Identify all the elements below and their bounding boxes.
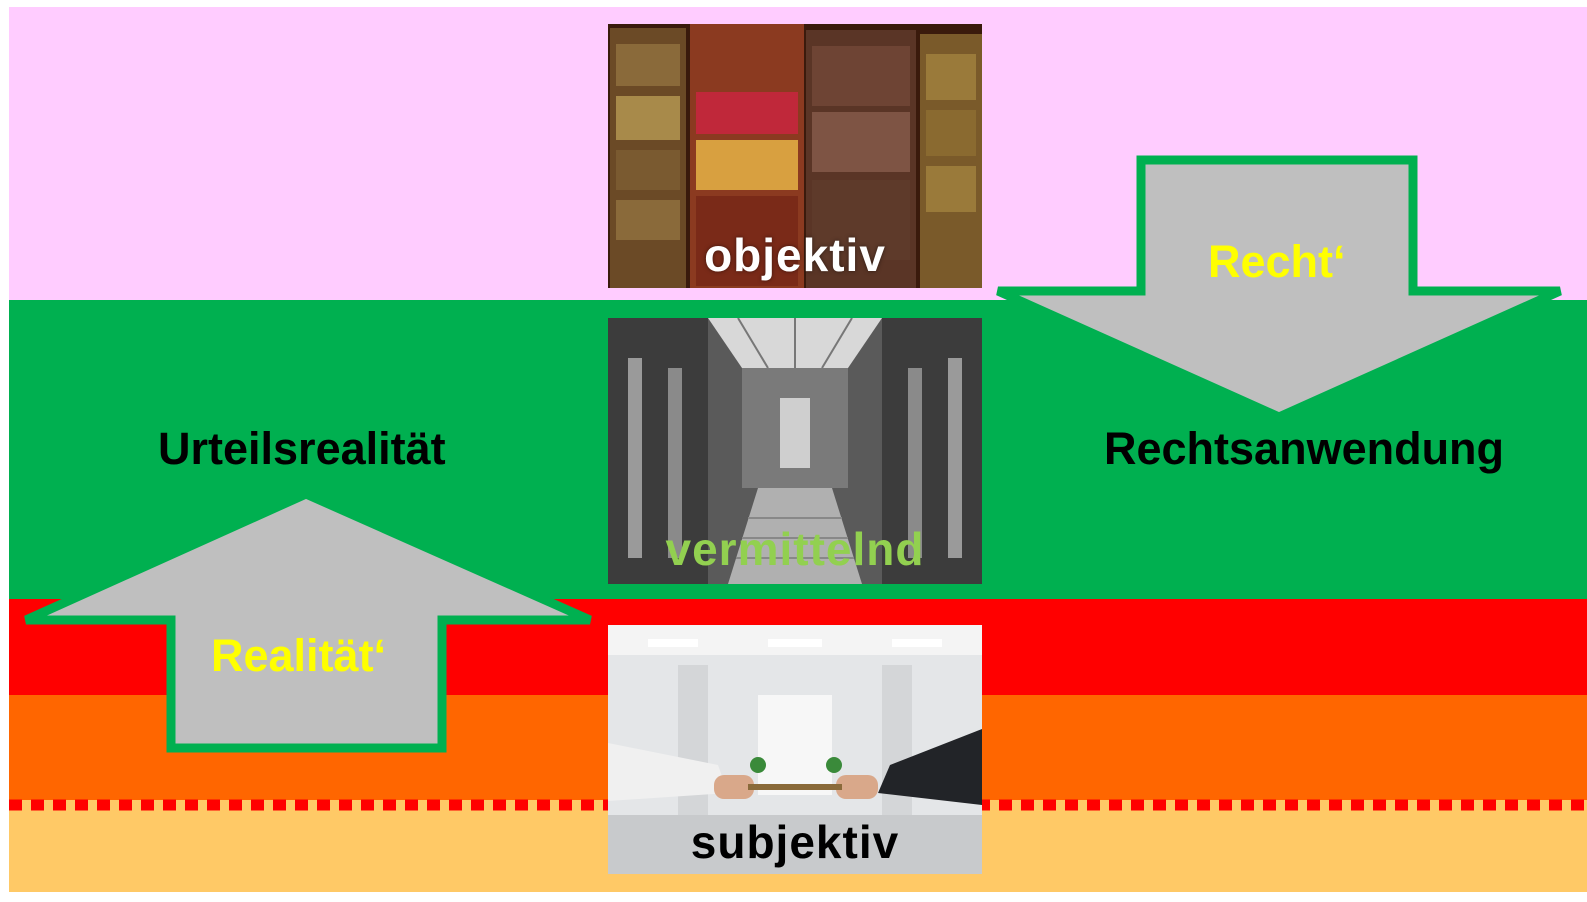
- caption-objektiv: objektiv: [704, 229, 886, 281]
- caption-vermittelnd: vermittelnd: [665, 523, 925, 575]
- up-arrow: [24, 489, 592, 753]
- old-law-books-photo: objektiv: [608, 24, 982, 288]
- label-rechtsanwendung: Rechtsanwendung: [1104, 423, 1505, 474]
- office-tug-of-war-photo: subjektiv: [608, 625, 982, 874]
- caption-subjektiv: subjektiv: [690, 816, 900, 868]
- courthouse-hall-photo: vermittelnd: [608, 318, 982, 584]
- label-urteilsrealitaet: Urteilsrealität: [158, 423, 446, 474]
- down-arrow: [996, 155, 1562, 422]
- down-arrow-label: Recht‘: [1208, 236, 1346, 287]
- up-arrow-label: Realität‘: [211, 630, 387, 681]
